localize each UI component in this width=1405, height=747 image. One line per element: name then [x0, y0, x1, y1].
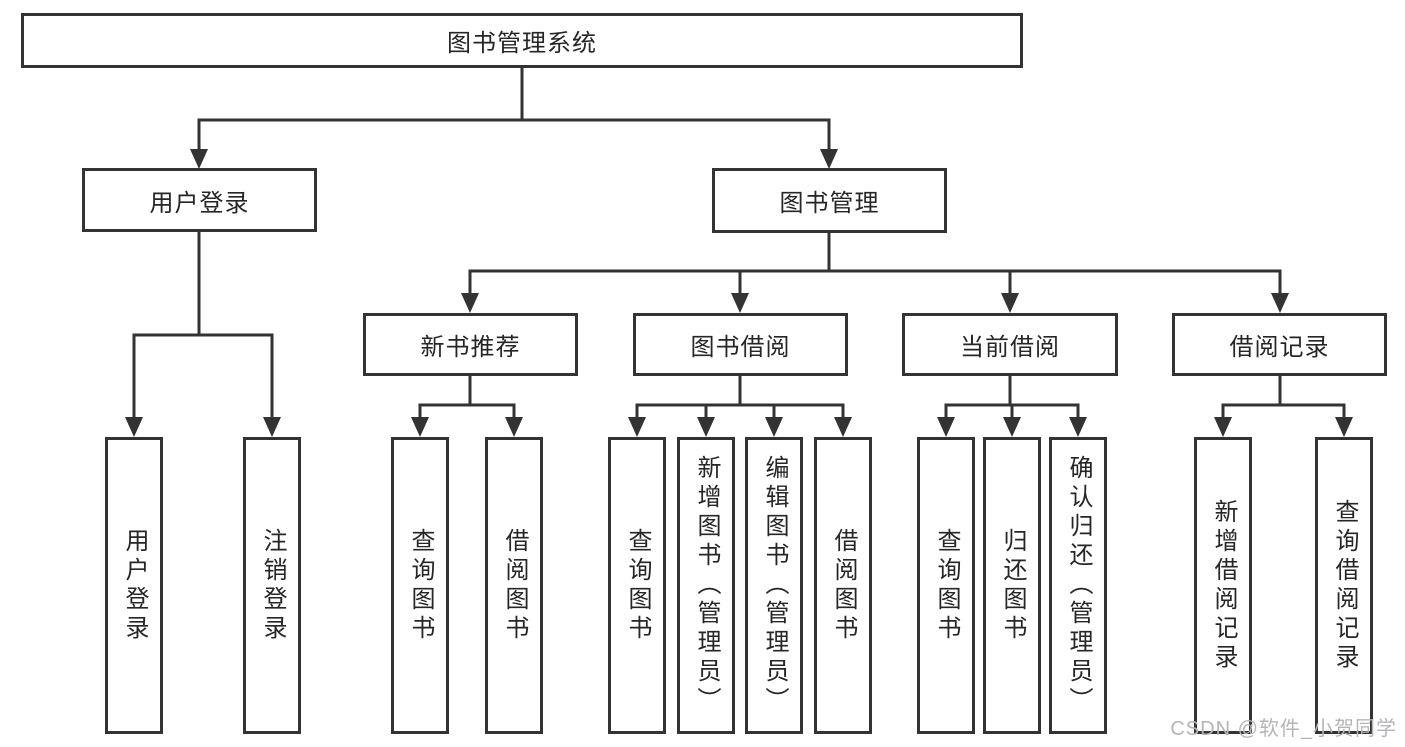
leaf-label: 确认归还（管理员） — [1065, 455, 1092, 716]
leaf-return-books: 归还图书 — [983, 437, 1041, 734]
leaf-label: 注销登录 — [259, 527, 286, 644]
leaf-logout: 注销登录 — [243, 437, 301, 734]
leaf-confirm-return-admin: 确认归还（管理员） — [1049, 437, 1107, 734]
node-user-login: 用户登录 — [82, 168, 317, 232]
leaf-label: 查询图书 — [624, 527, 651, 644]
leaf-label: 借阅图书 — [830, 527, 857, 644]
leaf-add-borrow-record: 新增借阅记录 — [1194, 437, 1252, 734]
leaf-label: 用户登录 — [121, 527, 148, 644]
leaf-query-books-3: 查询图书 — [917, 437, 975, 734]
leaf-label: 编辑图书（管理员） — [761, 455, 788, 716]
leaf-add-book-admin: 新增图书（管理员） — [677, 437, 735, 734]
leaf-label: 查询借阅记录 — [1331, 498, 1358, 673]
node-book-management: 图书管理 — [712, 168, 947, 233]
leaf-label: 查询图书 — [407, 527, 434, 644]
node-new-book-recommend: 新书推荐 — [363, 313, 578, 376]
leaf-label: 借阅图书 — [501, 527, 528, 644]
node-borrowing-records: 借阅记录 — [1172, 313, 1387, 376]
leaf-query-books-2: 查询图书 — [608, 437, 666, 734]
leaf-label: 归还图书 — [999, 527, 1026, 644]
leaf-borrow-books-2: 借阅图书 — [814, 437, 872, 734]
leaf-label: 查询图书 — [933, 527, 960, 644]
leaf-borrow-books-1: 借阅图书 — [485, 437, 543, 734]
leaf-user-login: 用户登录 — [105, 437, 163, 734]
node-root-library-system: 图书管理系统 — [21, 13, 1023, 68]
node-book-borrowing: 图书借阅 — [633, 313, 848, 376]
leaf-query-books-1: 查询图书 — [391, 437, 449, 734]
leaf-edit-book-admin: 编辑图书（管理员） — [745, 437, 803, 734]
csdn-watermark: CSDN @软件_小贺同学 — [1170, 718, 1397, 740]
arrowheads — [125, 149, 1353, 437]
leaf-label: 新增图书（管理员） — [693, 455, 720, 716]
leaf-label: 新增借阅记录 — [1210, 498, 1237, 673]
node-current-borrowing: 当前借阅 — [902, 313, 1118, 376]
leaf-query-borrow-record: 查询借阅记录 — [1315, 437, 1373, 734]
